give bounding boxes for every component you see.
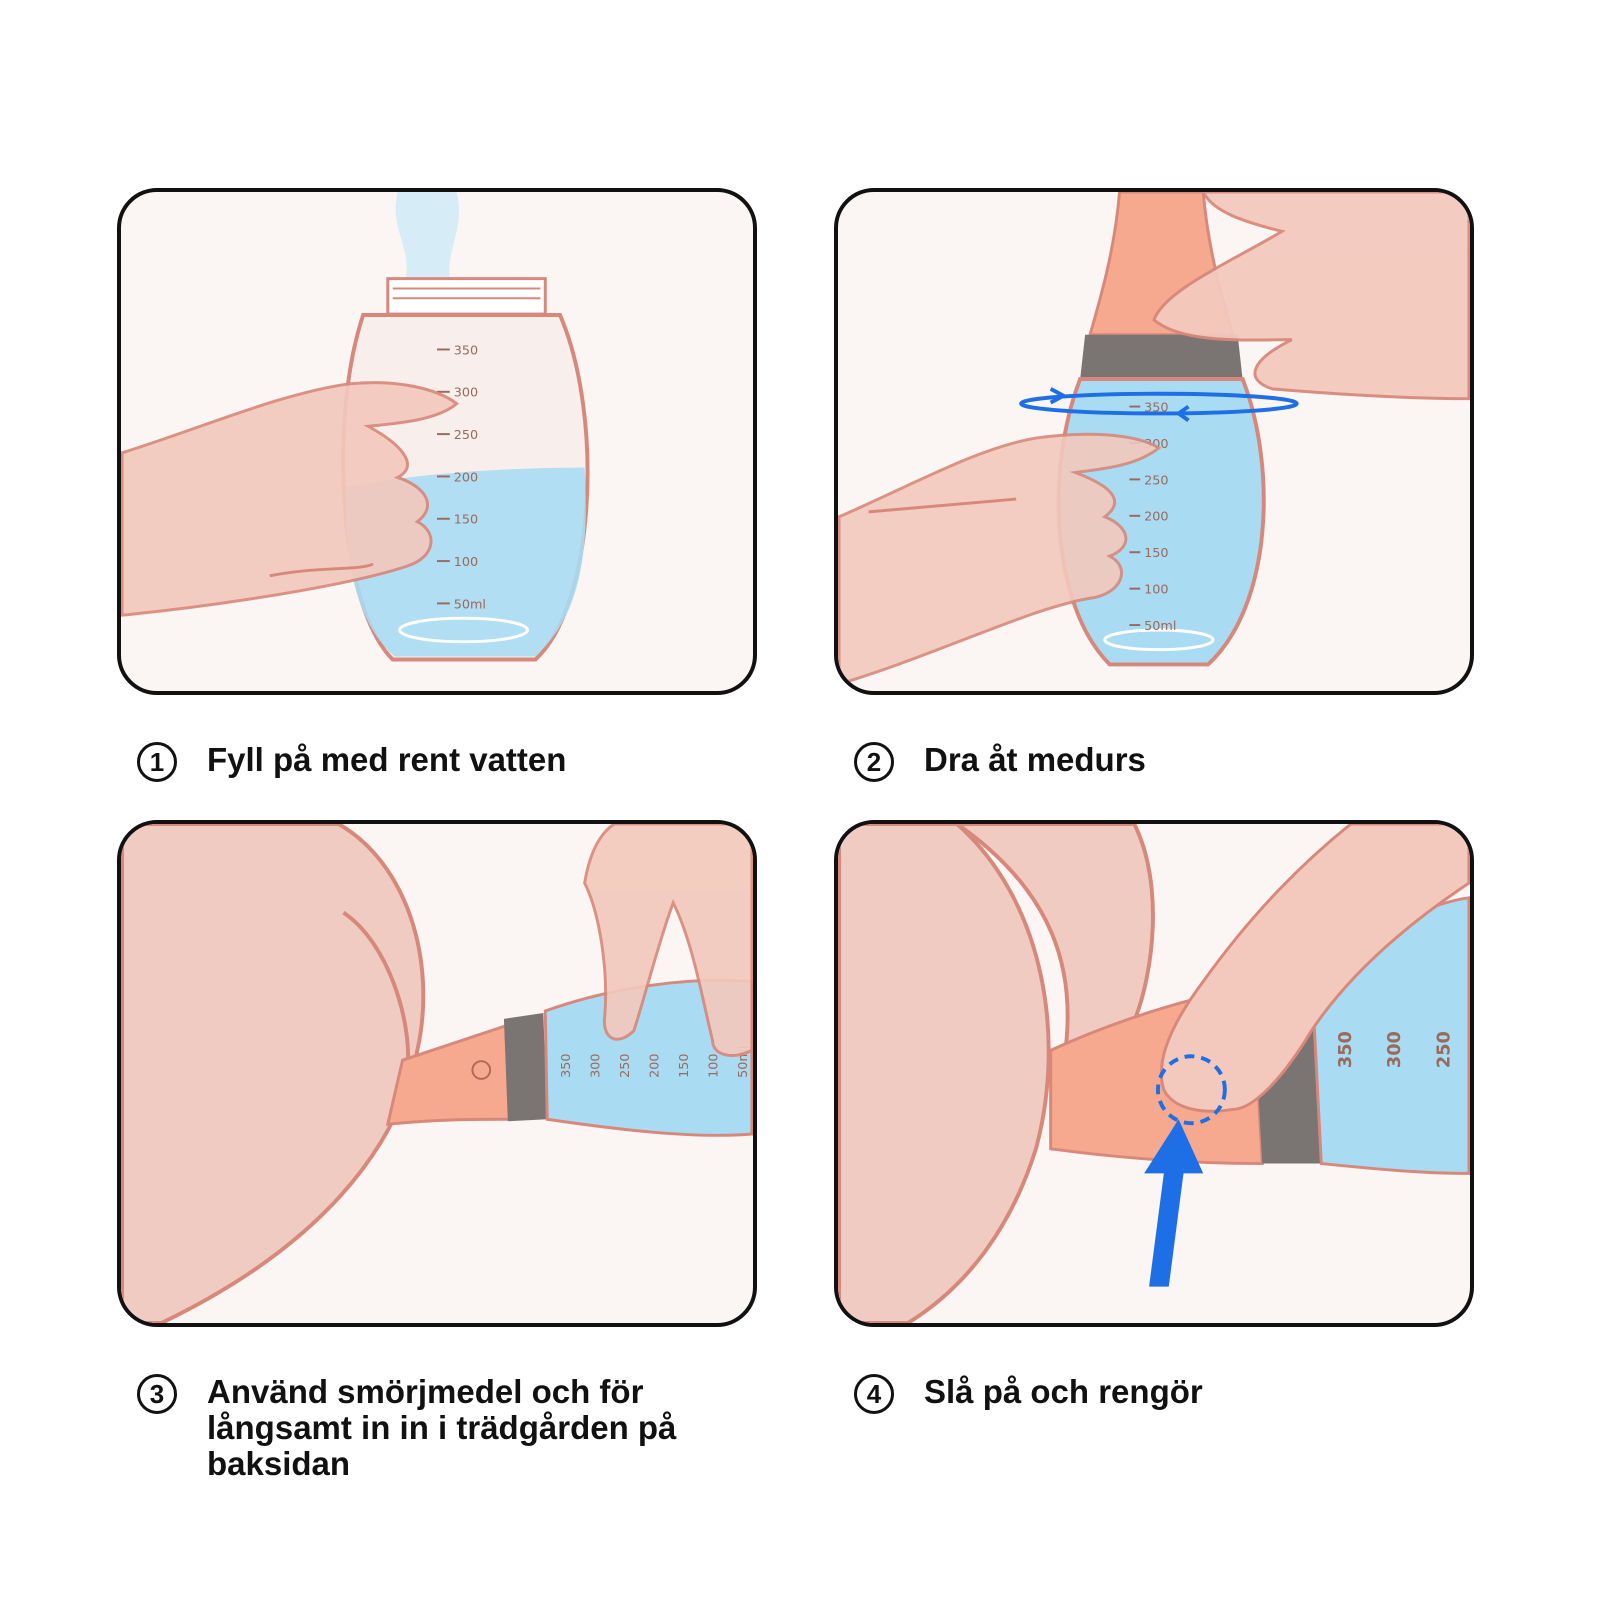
scale-label: 350: [559, 1054, 574, 1078]
step-caption: Använd smörjmedel och för långsamt in in…: [207, 1373, 677, 1482]
scale-label: 350: [454, 343, 478, 358]
scale-label: 200: [1144, 510, 1168, 525]
step-4: 4 Slå på och rengör: [854, 1374, 1424, 1414]
scale-label: 250: [454, 428, 478, 443]
panel-insert: 350 300 250 200 150 100 50ml: [117, 820, 757, 1327]
scale-label: 200: [647, 1054, 662, 1078]
step-caption: Slå på och rengör: [924, 1373, 1203, 1410]
scale-label: 300: [588, 1054, 603, 1078]
rotate-arrow-icon: [1019, 391, 1299, 416]
scale-label: 250: [1434, 1031, 1454, 1068]
tighten-rotate-icon: 350 300 250 200 150 100 50ml: [838, 192, 1470, 686]
step-caption: Fyll på med rent vatten: [207, 741, 567, 778]
press-button-icon: 350 300 250: [838, 824, 1470, 1323]
bottle-scale: 350 300 250 200 150 100 50ml: [437, 343, 486, 612]
panel-fill-water: 350 300 250 200 150 100 50ml: [117, 188, 757, 695]
arrow-up-icon: [1144, 1119, 1204, 1287]
power-button-icon: [471, 1060, 492, 1080]
step-3: 3 Använd smörjmedel och för långsamt in …: [137, 1374, 687, 1482]
scale-label: 50ml: [1144, 619, 1176, 634]
scale-label: 50ml: [454, 597, 486, 612]
step-number: 2: [854, 742, 894, 782]
scale-label: 150: [454, 513, 478, 528]
panel-power-on: 350 300 250: [834, 820, 1474, 1327]
power-button-highlight-icon: [1155, 1054, 1227, 1126]
scale-label: 150: [677, 1054, 692, 1078]
step-caption: Dra åt medurs: [924, 741, 1146, 778]
scale-label: 300: [1385, 1031, 1405, 1068]
step-number: 3: [137, 1374, 177, 1414]
insert-device-icon: 350 300 250 200 150 100 50ml: [121, 824, 753, 1323]
scale-label: 100: [454, 555, 478, 570]
bottle-filling-icon: 350 300 250 200 150 100 50ml: [121, 192, 590, 662]
scale-label: 100: [707, 1054, 722, 1078]
scale-label: 100: [1144, 583, 1168, 598]
bottle-scale: 350 300 250: [1336, 1031, 1454, 1068]
step-number: 4: [854, 1374, 894, 1414]
step-number: 1: [137, 742, 177, 782]
scale-label: 150: [1144, 546, 1168, 561]
scale-label: 200: [454, 470, 478, 485]
step-2: 2 Dra åt medurs: [854, 742, 1424, 782]
scale-label: 250: [1144, 473, 1168, 488]
scale-label: 250: [618, 1054, 633, 1078]
scale-label: 350: [1336, 1031, 1356, 1068]
scale-label: 350: [1144, 400, 1168, 415]
step-1: 1 Fyll på med rent vatten: [137, 742, 707, 782]
scale-label: 300: [454, 386, 478, 401]
panel-tighten: 350 300 250 200 150 100 50ml: [834, 188, 1474, 695]
